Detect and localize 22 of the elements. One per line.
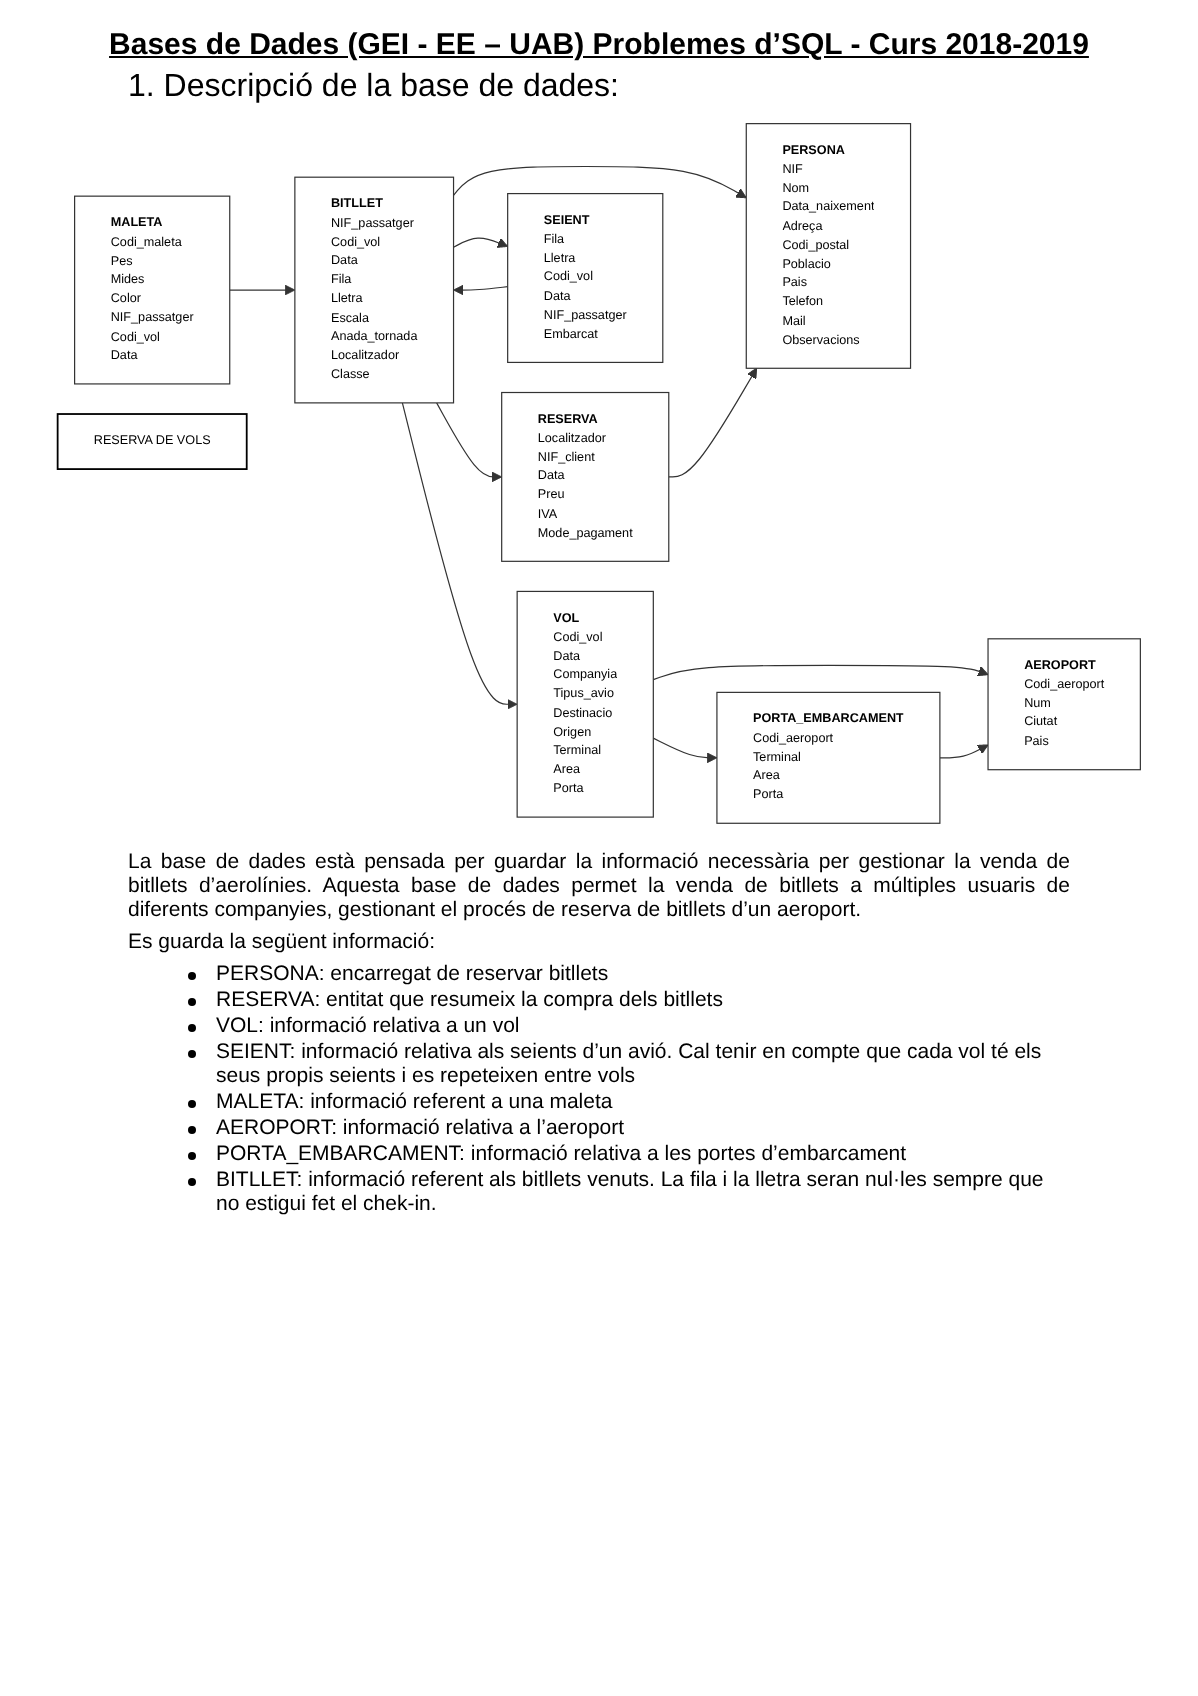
arrow [452,165,747,199]
list-item: RESERVA: entitat que resumeix la compra dels bitllets [216,988,723,1013]
list-item: MALETA: informació referent a una maleta [216,1090,613,1115]
arrow [652,737,718,764]
arrow [436,402,503,483]
list-item: VOL: informació relativa a un vol [216,1014,520,1039]
arrow [939,744,989,759]
section-heading: 1. Descripció de la base de dades: [128,70,621,106]
paragraph: La base de dades està pensada per guardar la informació necessària per gestionar la venda de bitllets d’aerolínies. Aquesta base de dades permet la venda de bitllets a múltiples usuaris de diferents companyies, gestionant el procés de reserva de bitllets d’un aeroport. [128,850,1070,923]
paragraph: Es guarda la següent informació: [128,930,438,955]
list-item: SEIENT: informació relativa als seients d’un avió. Cal tenir en compte que cada vol té els seus propis seients i es repeteixen entre vols [216,1040,1044,1089]
title: Bases de Dades (GEI - EE – UAB) Problemes d’SQL - Curs 2018-2019 [107,28,1091,62]
list-item: AEROPORT: informació relativa a l’aeroport [216,1116,625,1141]
list-item: PERSONA: encarregat de reservar bitllets [216,962,609,987]
arrow [652,664,989,681]
arrow [668,367,758,478]
list-item: BITLLET: informació referent als bitllets venuts. La fila i la lletra seran nul·les sempre que no estigui fet el chek-in. [216,1168,1046,1217]
arrow [452,237,509,248]
arrow [453,284,509,296]
list-item: PORTA_EMBARCAMENT: informació relativa a les portes d’embarcament [216,1142,907,1167]
arrow [229,284,296,296]
arrow [401,402,518,710]
